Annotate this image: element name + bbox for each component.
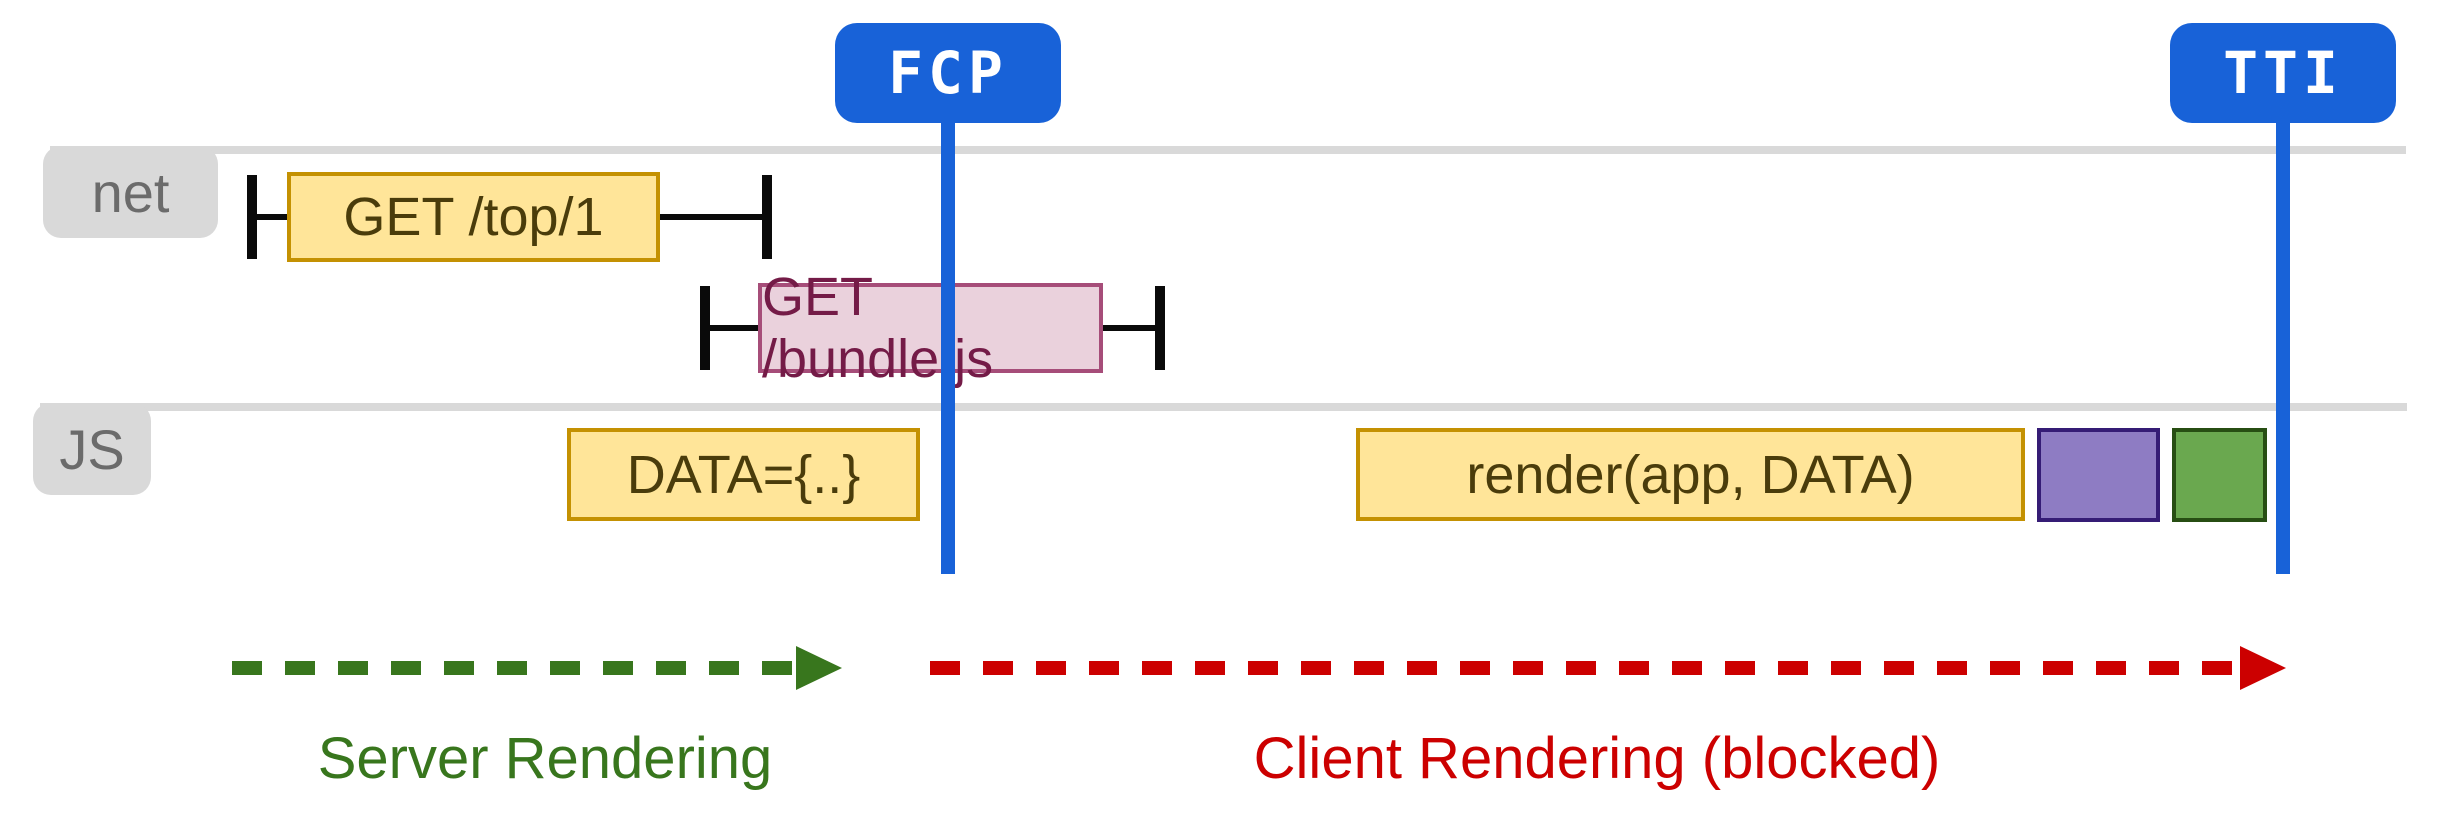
js-task-green-block	[2172, 428, 2267, 522]
js-track-rail	[40, 403, 2407, 411]
js-task-render-box: render(app, DATA)	[1356, 428, 2025, 521]
net-track-label-text: net	[91, 160, 170, 224]
request-bar-get-bundlejs-label: GET /bundle.js	[762, 267, 994, 389]
request-top1-end-connector	[660, 214, 762, 220]
fcp-timeline-line	[941, 118, 955, 574]
server-rendering-label: Server Rendering	[317, 726, 773, 791]
js-task-purple-block	[2037, 428, 2160, 522]
js-track-label-text: JS	[59, 417, 125, 481]
tti-timeline-line	[2276, 118, 2290, 574]
request-top1-start-tick	[247, 175, 257, 259]
server-rendering-arrowhead-icon	[796, 646, 842, 690]
tti-badge: TTI	[2170, 23, 2396, 123]
request-bundlejs-end-tick	[1155, 286, 1165, 370]
js-task-data-box: DATA={..}	[567, 428, 920, 521]
js-task-render-label: render(app, DATA)	[1466, 444, 1915, 505]
request-bundlejs-start-connector	[710, 325, 758, 331]
net-track-rail	[50, 146, 2406, 154]
server-rendering-dashed-arrow-line	[232, 661, 794, 675]
request-top1-end-tick	[762, 175, 772, 259]
request-top1-start-connector	[257, 214, 289, 220]
request-bar-get-top1: GET /top/1	[287, 172, 660, 262]
client-rendering-arrowhead-icon	[2240, 646, 2286, 690]
js-task-data-label: DATA={..}	[626, 444, 861, 505]
js-track-label: JS	[33, 403, 151, 495]
fcp-badge: FCP	[835, 23, 1061, 123]
client-rendering-dashed-arrow-line	[930, 661, 2240, 675]
request-bundlejs-end-connector	[1103, 325, 1155, 331]
net-track-label: net	[43, 146, 218, 238]
client-rendering-label: Client Rendering (blocked)	[1253, 726, 1941, 791]
request-bar-get-bundlejs: GET /bundle.js	[758, 267, 1103, 389]
request-bar-get-top1-label: GET /top/1	[343, 187, 604, 247]
request-bundlejs-start-tick	[700, 286, 710, 370]
